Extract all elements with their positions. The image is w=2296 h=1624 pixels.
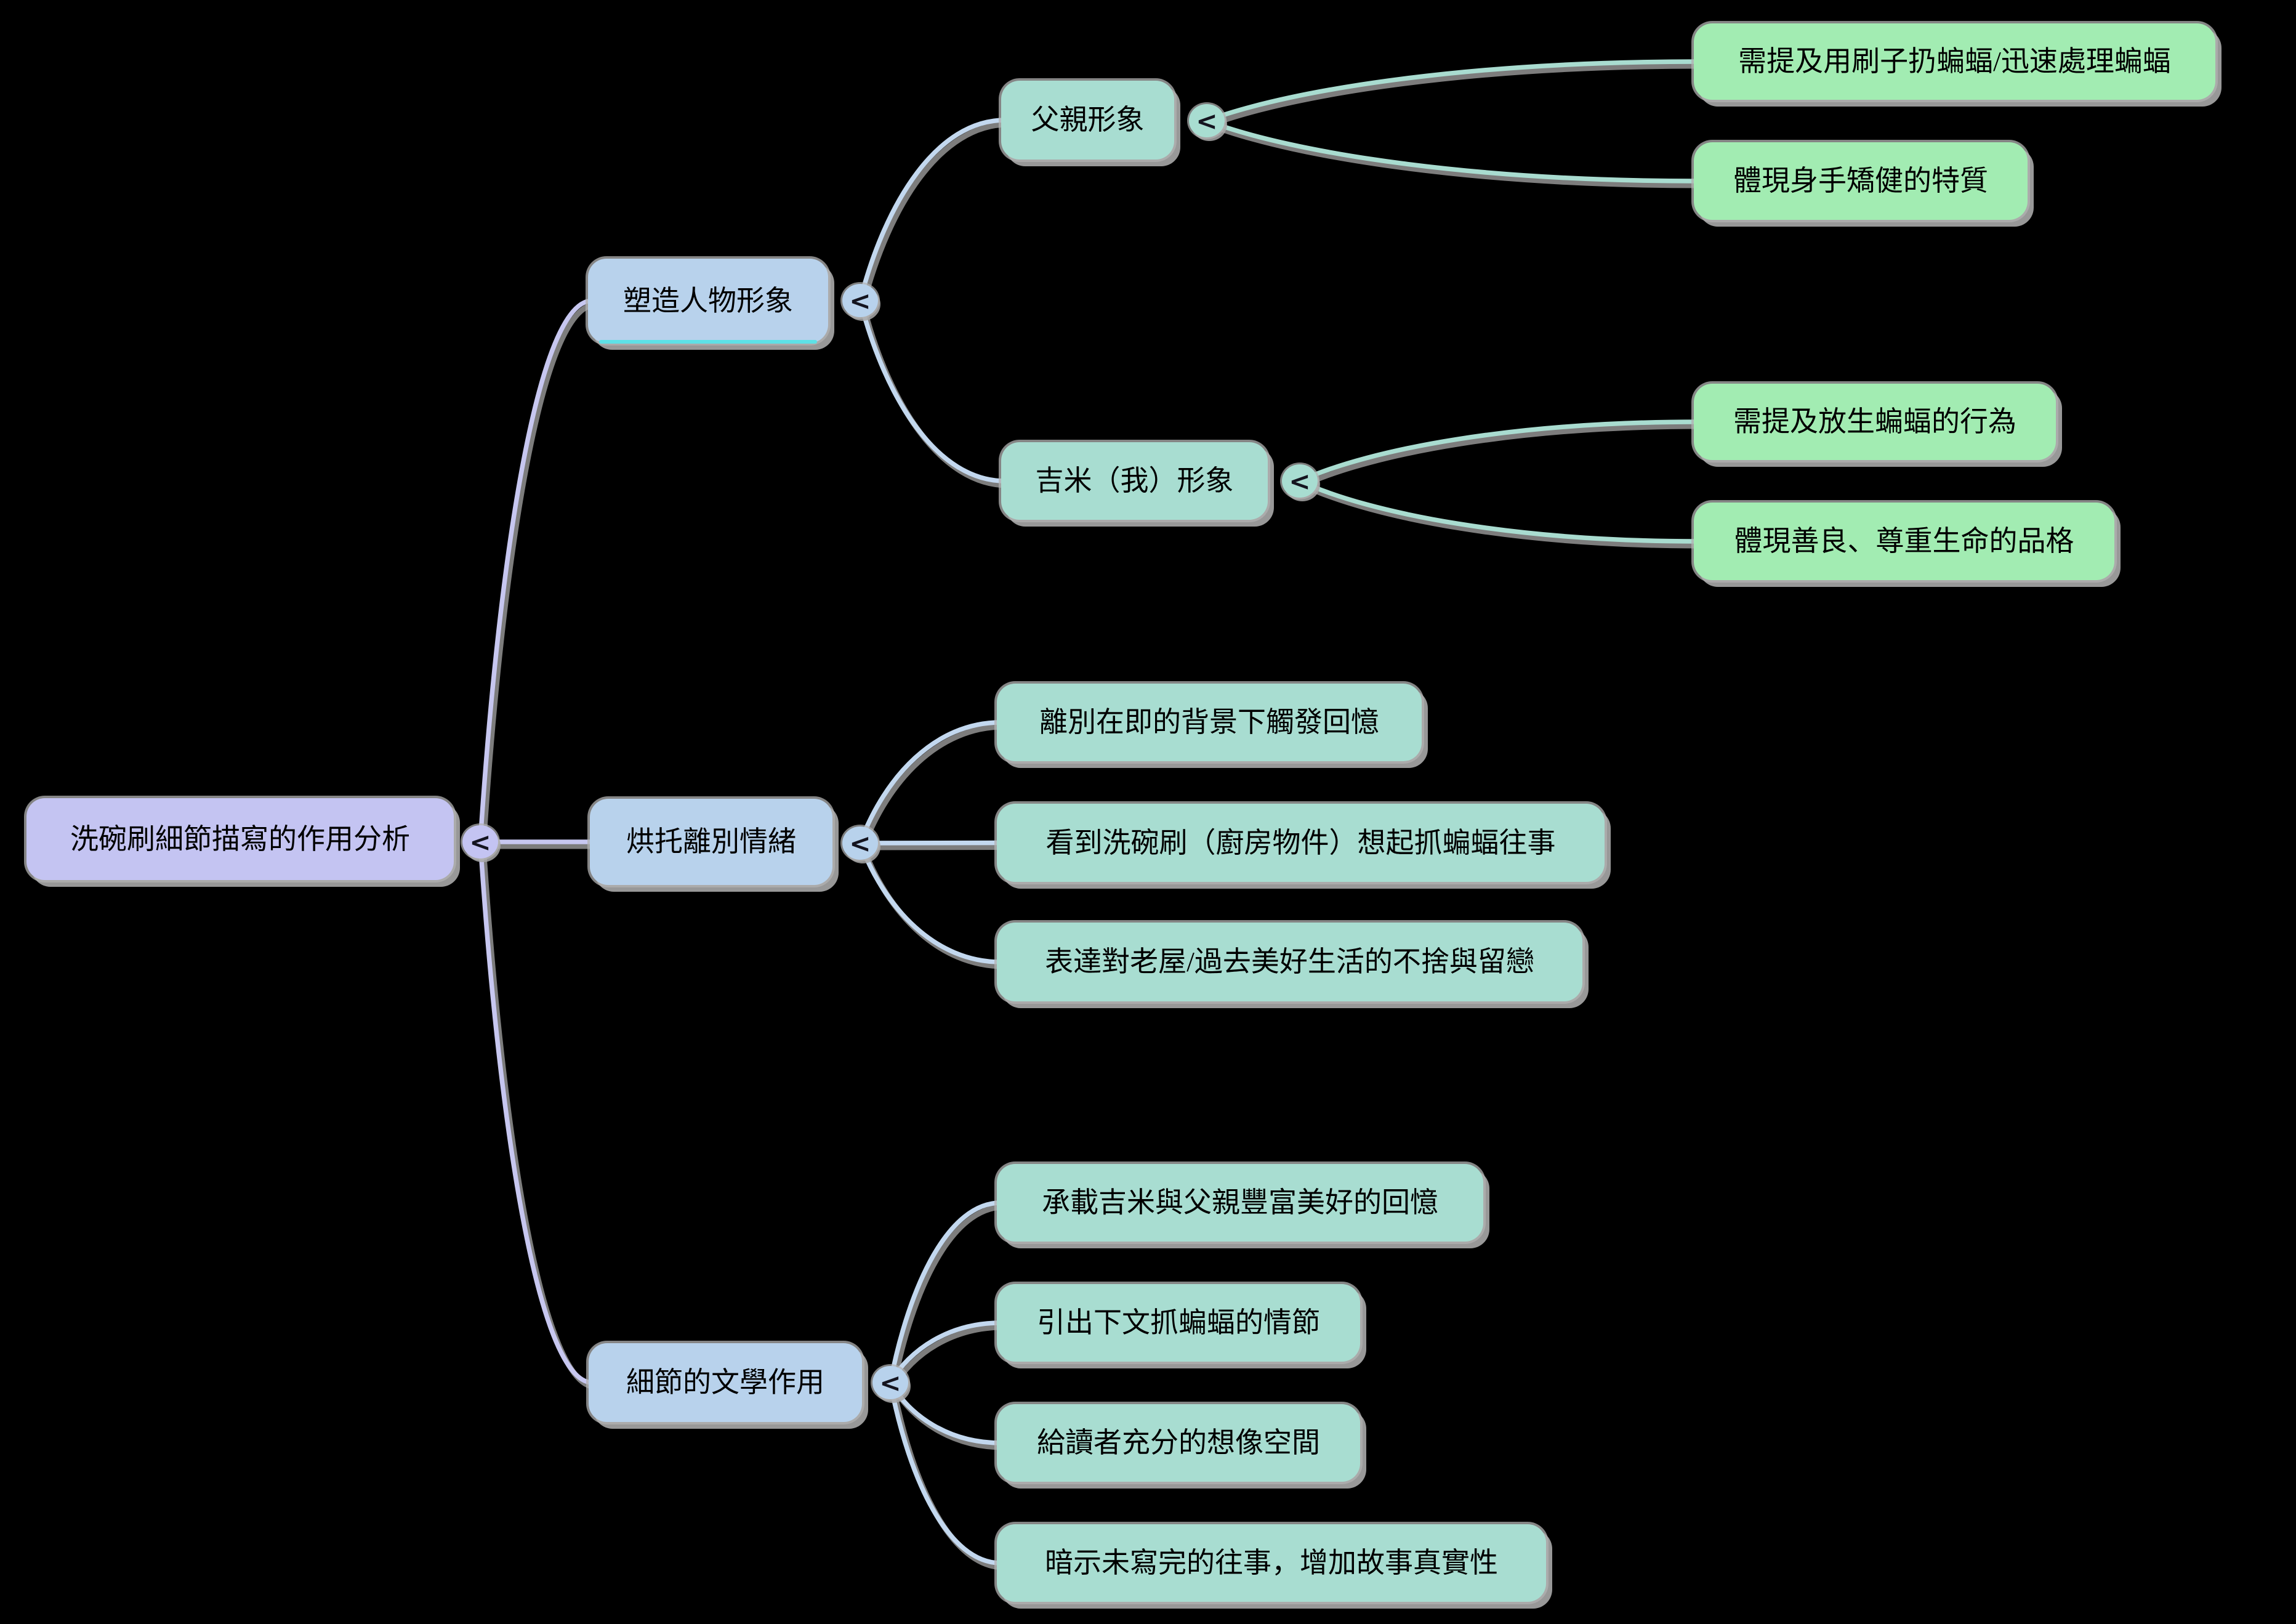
edge-n3-f4	[888, 1380, 1003, 1565]
mindmap-node-t3[interactable]: 表達對老屋/過去美好生活的不捨與留戀	[997, 923, 1582, 1001]
edge-shadow	[860, 846, 1004, 969]
edge-shadow	[860, 304, 1009, 488]
edge-shadow	[1209, 63, 1701, 128]
edge-shadow	[860, 724, 1004, 849]
edge-n1-p1	[858, 118, 1007, 303]
edge-shadow	[891, 1385, 1004, 1450]
mindmap-node-n1[interactable]: 塑造人物形象	[588, 259, 828, 344]
mindmap-node-p2[interactable]: 吉米（我）形象	[1001, 442, 1268, 520]
edge-shadow	[480, 846, 596, 1390]
edge-shadow	[890, 1386, 1004, 1570]
edge-root-n1	[478, 298, 594, 844]
edge-p1-g1	[1204, 59, 1700, 123]
node-highlight-underline	[599, 340, 817, 344]
collapse-toggle-p2[interactable]: <	[1282, 464, 1318, 498]
collapse-toggle-n1[interactable]: <	[842, 284, 878, 317]
edge-n3-f1	[888, 1200, 1003, 1385]
mindmap-node-t2[interactable]: 看到洗碗刷（廚房物件）想起抓蝙蝠往事	[997, 804, 1605, 882]
mindmap-node-f3[interactable]: 給讀者充分的想像空間	[997, 1404, 1360, 1482]
mindmap-node-f4[interactable]: 暗示未寫完的往事，增加故事真實性	[997, 1524, 1546, 1602]
mindmap-node-p1[interactable]: 父親形象	[1001, 81, 1174, 160]
collapse-toggle-n2[interactable]: <	[842, 826, 878, 860]
edge-n2-t2	[858, 840, 1003, 846]
mindmap-node-n3[interactable]: 細節的文學作用	[589, 1343, 862, 1422]
mindmap-node-g4[interactable]: 體現善良、尊重生命的品格	[1694, 503, 2114, 580]
edge-shadow	[480, 302, 595, 847]
mindmap-node-g1[interactable]: 需提及用刷子扔蝙蝠/迅速處理蝙蝠	[1694, 23, 2215, 100]
edge-n1-p2	[858, 298, 1007, 483]
collapse-toggle-root[interactable]: <	[462, 825, 498, 858]
mindmap-node-g3[interactable]: 需提及放生蝙蝠的行為	[1694, 384, 2056, 460]
edge-shadow	[1209, 122, 1701, 188]
mindmap-node-n2[interactable]: 烘托離別情緒	[590, 799, 832, 885]
edge-root-n3	[478, 839, 595, 1385]
mindmap-node-f1[interactable]: 承載吉米與父親豐富美好的回憶	[997, 1164, 1483, 1242]
collapse-toggle-p1[interactable]: <	[1189, 104, 1225, 137]
edge-shadow	[860, 121, 1009, 306]
edge-p1-g2	[1204, 118, 1700, 184]
edge-p2-g3	[1297, 419, 1700, 483]
mindmap-node-g2[interactable]: 體現身手矯健的特質	[1694, 142, 2028, 220]
mindmap-node-f2[interactable]: 引出下文抓蝙蝠的情節	[997, 1284, 1360, 1362]
edge-shadow	[1302, 482, 1701, 549]
edge-n2-t3	[858, 841, 1003, 964]
mindmap-node-root[interactable]: 洗碗刷細節描寫的作用分析	[26, 798, 454, 880]
edge-n2-t1	[858, 720, 1003, 846]
edge-shadow	[890, 1204, 1004, 1388]
edge-shadow	[1302, 423, 1701, 488]
edge-shadow	[863, 844, 1004, 850]
mindmap-node-t1[interactable]: 離別在即的背景下觸發回憶	[997, 684, 1422, 761]
collapse-toggle-n3[interactable]: <	[872, 1366, 908, 1399]
edge-p2-g4	[1297, 479, 1700, 544]
